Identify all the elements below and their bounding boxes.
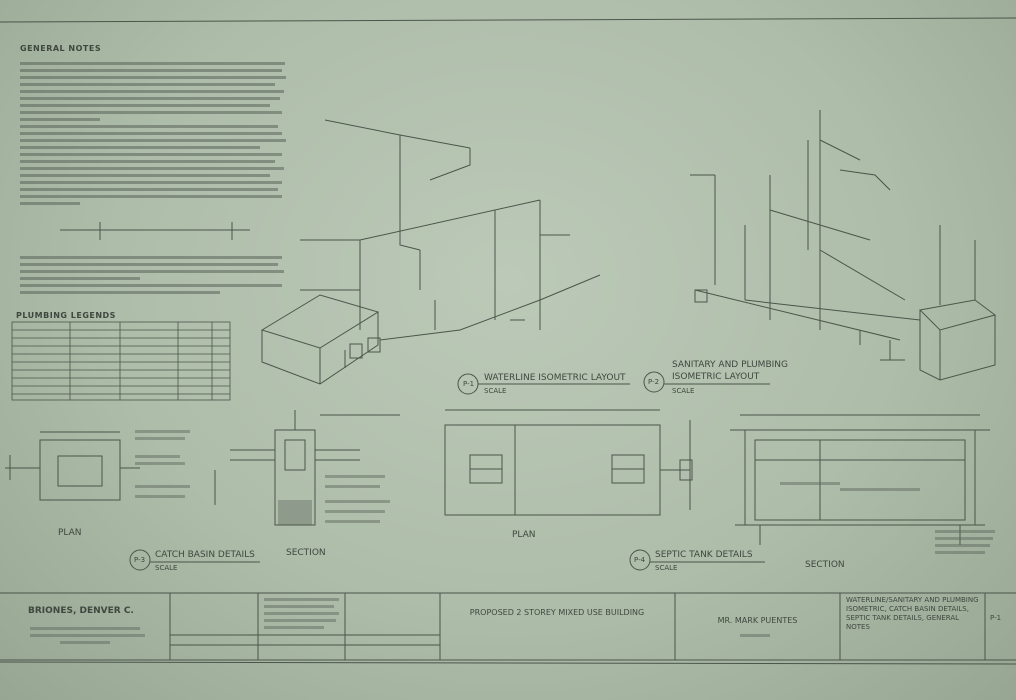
sanitary-view-title-line1: SANITARY AND PLUMBING	[672, 360, 788, 370]
title-block-fine-print	[30, 598, 770, 644]
sanitary-view-title-line2: ISOMETRIC LAYOUT	[672, 372, 760, 382]
septic-view-code: P-4	[634, 556, 646, 564]
catch-basin-view-scale: SCALE	[155, 564, 178, 572]
septic-tank-section	[730, 414, 990, 545]
plumbing-legend-table	[11, 321, 231, 401]
sheet-contents: WATERLINE/SANITARY AND PLUMBING ISOMETRI…	[846, 596, 979, 631]
catch-basin-notes	[135, 430, 390, 523]
waterline-view-title: WATERLINE ISOMETRIC LAYOUT	[484, 373, 626, 383]
sanitary-view-code: P-2	[648, 378, 660, 386]
septic-tank-plan	[444, 409, 693, 516]
septic-view-scale: SCALE	[655, 564, 678, 572]
catch-basin-view-code: P-3	[134, 556, 146, 564]
waterline-isometric-layout	[260, 119, 601, 385]
sanitary-view-scale: SCALE	[672, 387, 695, 395]
catch-basin-plan	[5, 431, 140, 501]
general-notes-title: GENERAL NOTES	[20, 44, 102, 53]
title-block	[0, 592, 1016, 661]
catch-basin-section	[214, 410, 400, 526]
septic-view-title: SEPTIC TANK DETAILS	[655, 550, 753, 560]
septic-plan-label: PLAN	[512, 530, 536, 540]
catch-basin-view-title: CATCH BASIN DETAILS	[155, 550, 255, 560]
owner-name: MR. MARK PUENTES	[717, 616, 798, 625]
sanitary-isometric-layout	[690, 110, 997, 381]
waterline-view-scale: SCALE	[484, 387, 507, 395]
septic-section-label: SECTION	[805, 560, 845, 570]
sheet-top-border	[0, 17, 1016, 23]
waterline-view-code: P-1	[463, 380, 475, 388]
septic-section-notes	[780, 482, 995, 554]
designer-name: BRIONES, DENVER C.	[28, 606, 134, 616]
catch-basin-plan-label: PLAN	[58, 528, 82, 538]
general-notes-text	[20, 62, 286, 294]
plumbing-legend-title: PLUMBING LEGENDS	[16, 311, 116, 320]
sheet-number: P-1	[990, 614, 1002, 622]
sheet-bottom-border	[0, 661, 1016, 665]
gravel-fill	[278, 500, 312, 525]
catch-basin-section-label: SECTION	[286, 548, 326, 558]
project-title: PROPOSED 2 STOREY MIXED USE BUILDING	[469, 608, 645, 617]
notes-small-diagram	[60, 222, 250, 240]
view-title-markers	[129, 371, 770, 571]
